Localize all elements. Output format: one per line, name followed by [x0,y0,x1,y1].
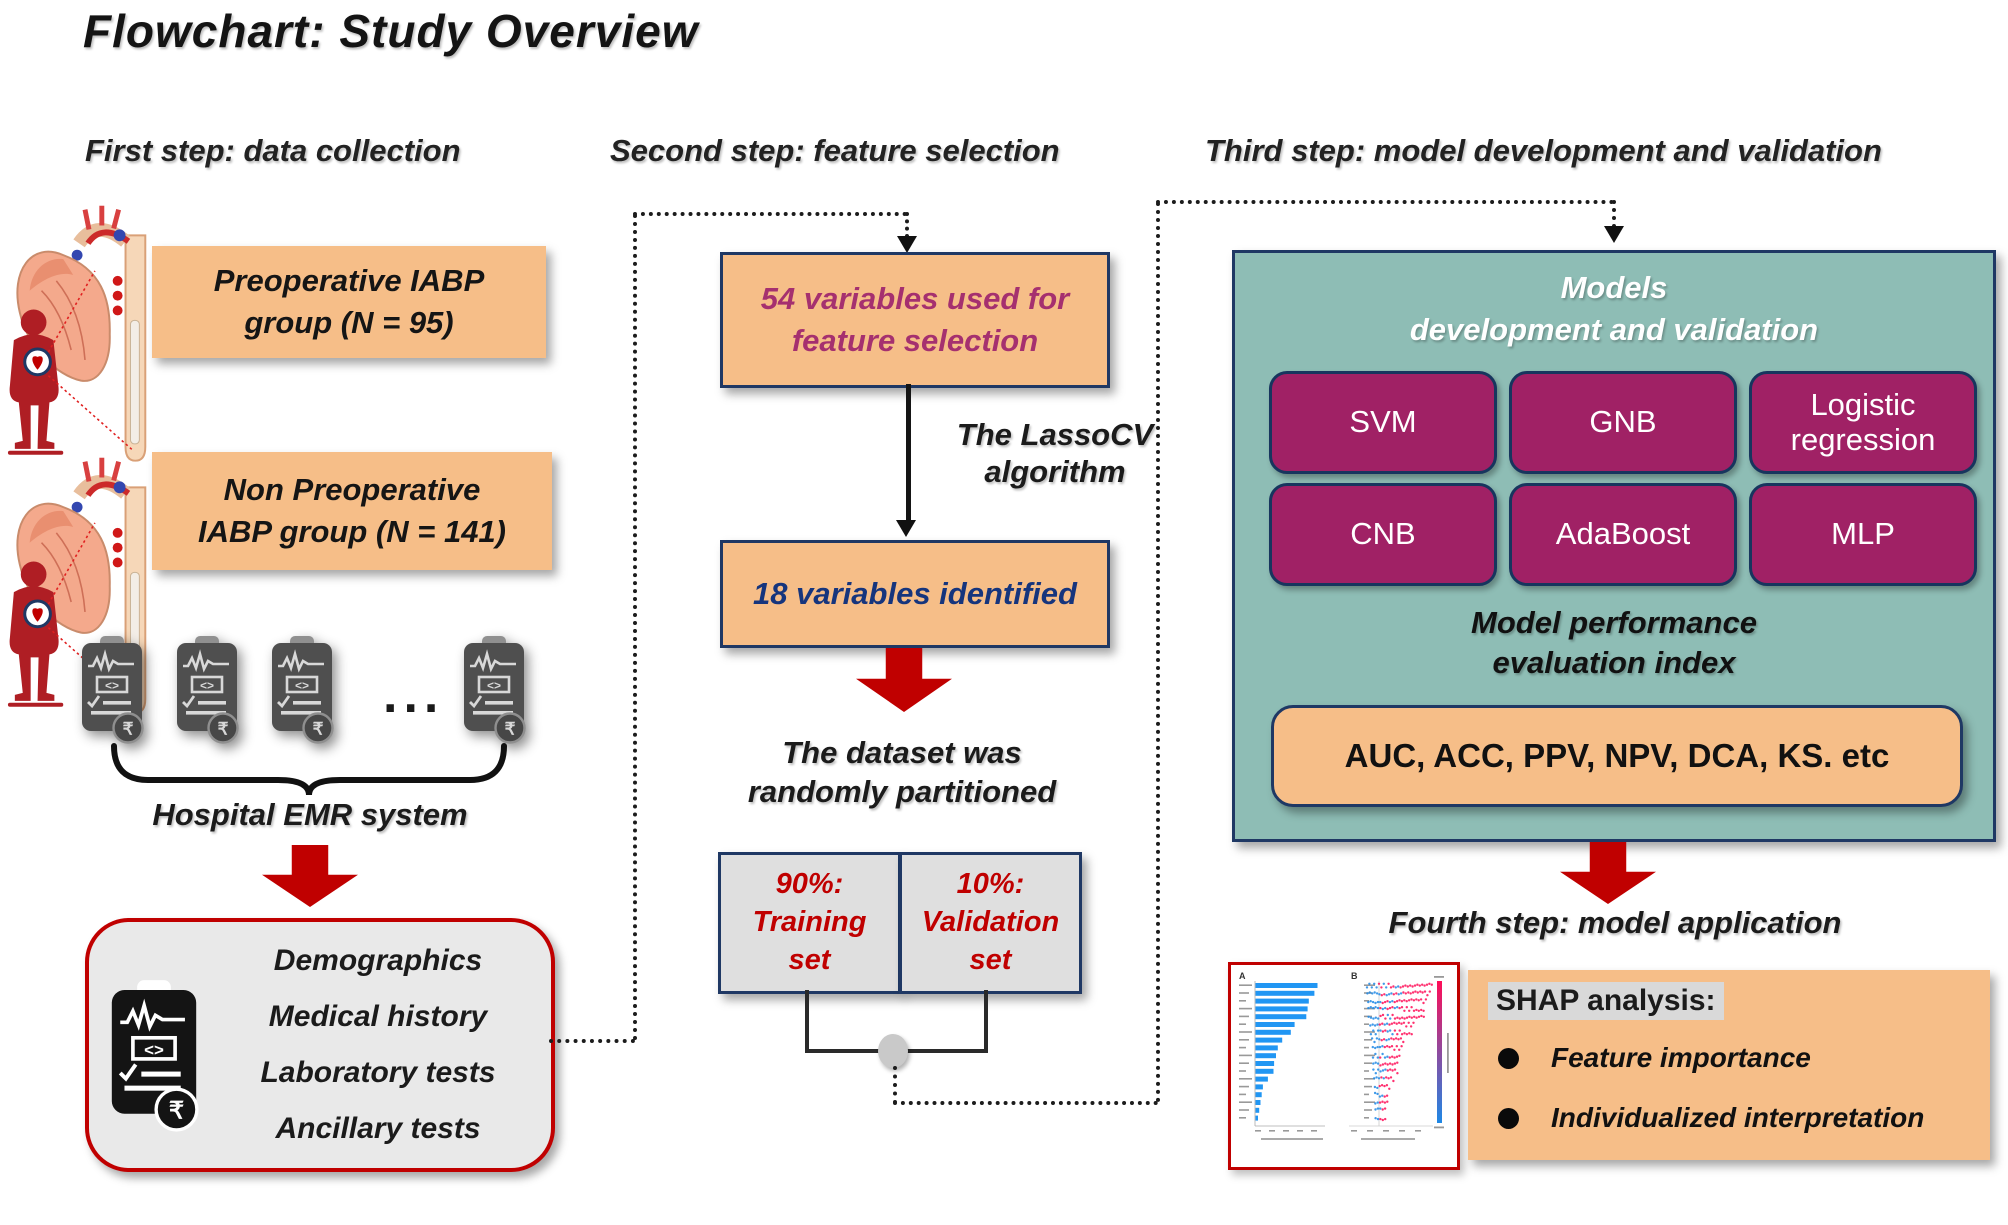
connector-2-seg-d [1156,200,1614,204]
connector-2-seg-c [1156,202,1160,1103]
lasso-line1: The LassoCV [956,417,1154,452]
preop-line1: Preoperative IABP [213,263,485,299]
bullet-dot-icon [1498,1047,1519,1069]
shap-colorbar [1437,981,1442,1123]
shap-bullet-2-label: Individualized interpretation [1551,1102,1925,1133]
variables-54-line1: 54 variables used for [760,281,1070,317]
medical-record-icon-2 [175,636,239,746]
shap-mini-chart: A B [1239,971,1449,1140]
validation-line3: set [969,943,1012,976]
training-set-box: 90%: Training set [718,852,901,994]
panel-b-label: B [1351,971,1358,981]
non-preoperative-iabp-group-box: Non Preoperative IABP group (N = 141) [152,452,552,570]
model-chip-gnb: GNB [1509,371,1737,474]
curly-brace [111,743,507,796]
ellipsis-dots: ... [383,666,445,724]
variables-18-label: 18 variables identified [753,576,1077,612]
step3-header: Third step: model development and valida… [1205,133,1882,168]
bullet-dot-icon [1498,1107,1519,1129]
lasso-line2: algorithm [984,454,1126,490]
page-title: Flowchart: Study Overview [83,5,699,57]
metrics-label: AUC, ACC, PPV, NPV, DCA, KS. etc [1344,737,1890,774]
connector-2-seg-b [893,1101,1158,1105]
training-line2: Training [752,906,867,939]
connector-2-seg-e [1612,200,1616,228]
models-panel: Models development and validation SVM GN… [1232,250,1996,842]
down-arrow-application [1560,842,1656,904]
collected-data-list: Demographics Medical history Laboratory … [217,944,539,1146]
data-item-medical-history: Medical history [268,1000,488,1033]
lasso-label: The LassoCV algorithm [930,416,1180,490]
models-title-line1: Models [1560,270,1668,305]
model-lr-label: Logistic regression [1790,386,1936,457]
shap-bullet-1: Feature importance [1498,1042,1811,1074]
connector-1-arrowhead [897,236,917,253]
model-mlp-label: MLP [1831,516,1895,552]
medical-record-icon-1 [80,636,144,746]
training-line1: 90%: [775,868,844,901]
model-chip-cnb: CNB [1269,483,1497,586]
connector-1-seg-c [633,212,907,216]
model-adaboost-label: AdaBoost [1555,516,1691,552]
junction-dot [878,1034,908,1068]
validation-line2: Validation [921,906,1060,939]
shap-plots-thumbnail: A B [1228,962,1460,1170]
medical-record-icon-4 [462,636,526,746]
connector-1-seg-d [905,212,909,238]
performance-title-line1: Model performance [1471,605,1757,640]
collected-data-box: Demographics Medical history Laboratory … [85,918,555,1172]
nonpreop-line1: Non Preoperative [223,472,481,508]
partition-label: The dataset was randomly partitioned [692,734,1112,812]
variables-54-box: 54 variables used for feature selection [720,252,1110,388]
model-chip-adaboost: AdaBoost [1509,483,1737,586]
step1-header: First step: data collection [85,133,461,168]
model-gnb-label: GNB [1589,404,1657,440]
split-connector-right [984,990,988,1052]
model-chip-logistic-regression: Logistic regression [1749,371,1977,474]
shap-bullet-1-label: Feature importance [1551,1042,1811,1073]
data-item-ancillary-tests: Ancillary tests [275,1112,481,1145]
models-title-line2: development and validation [1409,311,1819,347]
validation-set-box: 10%: Validation set [899,852,1082,994]
medical-record-icon-3 [270,636,334,746]
emr-system-label: Hospital EMR system [152,797,468,832]
data-item-laboratory-tests: Laboratory tests [260,1056,496,1089]
model-cnb-label: CNB [1350,516,1416,552]
medical-record-icon-dark [109,980,199,1135]
nonpreop-line2: IABP group (N = 141) [197,514,507,549]
connector-1-seg-a [549,1039,635,1043]
performance-title: Model performance evaluation index [1235,603,1993,684]
step2-header: Second step: feature selection [610,133,1060,168]
shap-analysis-title: SHAP analysis: [1488,982,1724,1020]
connector-1-seg-b [633,214,637,1041]
down-arrow-emr [262,845,358,907]
preop-line2: group (N = 95) [244,305,454,340]
partition-line2: randomly partitioned [747,773,1057,809]
lasso-arrow-line [906,384,911,524]
down-arrow-partition [856,648,952,712]
variables-54-line2: feature selection [791,323,1039,358]
training-line3: set [788,943,831,976]
connector-2-arrowhead [1604,226,1624,243]
lasso-arrowhead [896,520,916,537]
step4-header: Fourth step: model application [1388,905,1842,940]
preoperative-iabp-group-box: Preoperative IABP group (N = 95) [152,246,546,358]
validation-line1: 10%: [956,868,1025,901]
split-connector-left [805,990,809,1052]
model-chip-svm: SVM [1269,371,1497,474]
shap-analysis-box: SHAP analysis: Feature importance Indivi… [1468,970,1990,1160]
variables-18-box: 18 variables identified [720,540,1110,648]
model-svm-label: SVM [1349,404,1417,440]
shap-bullet-2: Individualized interpretation [1498,1102,1924,1134]
partition-line1: The dataset was [782,735,1022,770]
performance-title-line2: evaluation index [1492,645,1736,681]
model-chip-mlp: MLP [1749,483,1977,586]
connector-2-seg-a [893,1066,897,1104]
data-item-demographics: Demographics [273,944,483,977]
models-panel-title: Models development and validation [1235,267,1993,351]
metrics-box: AUC, ACC, PPV, NPV, DCA, KS. etc [1271,705,1963,807]
panel-a-label: A [1239,971,1246,981]
